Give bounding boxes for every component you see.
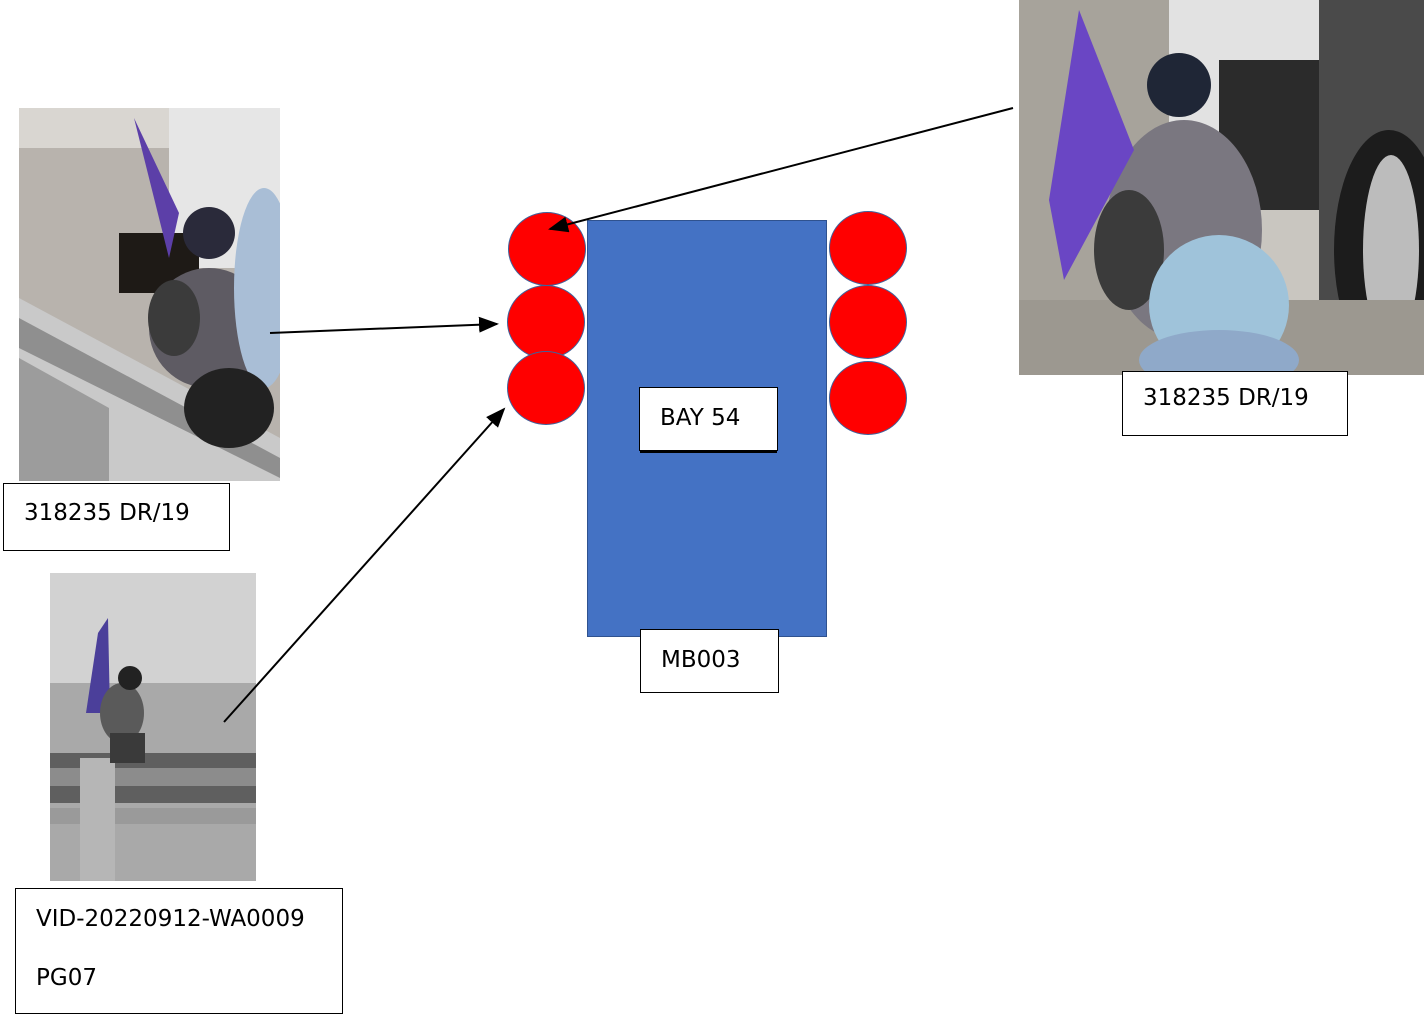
caption-bottom-left: VID-20220912-WA0009 PG07: [15, 888, 343, 1014]
bay-label: BAY 54: [639, 387, 778, 451]
caption-bottom-left-line1: VID-20220912-WA0009: [36, 906, 305, 932]
caption-bottom-left-line2: PG07: [36, 965, 97, 991]
caption-top-left-text: 318235 DR/19: [24, 500, 190, 526]
caption-top-right-text: 318235 DR/19: [1143, 385, 1309, 411]
arrow-top-right-to-wheel: [548, 107, 1014, 233]
wheel-right-rear: [829, 361, 907, 435]
bay-label-text: BAY 54: [660, 405, 741, 431]
photo-still-right-top: [1019, 0, 1424, 375]
wheel-left-rear: [507, 351, 585, 425]
caption-top-right: 318235 DR/19: [1122, 371, 1348, 436]
wheel-left-front: [508, 212, 586, 286]
wheel-right-middle: [829, 285, 907, 359]
arrow-top-left-to-wheel: [269, 316, 499, 334]
vehicle-id-label-text: MB003: [661, 647, 741, 673]
photo-video-frame-left-bottom: [50, 573, 256, 881]
vehicle-id-label: MB003: [640, 629, 779, 693]
arrow-bottom-left-to-wheel: [223, 407, 506, 723]
wheel-right-front: [829, 211, 907, 285]
photo-still-left-top: [19, 108, 280, 481]
caption-top-left: 318235 DR/19: [3, 483, 230, 551]
